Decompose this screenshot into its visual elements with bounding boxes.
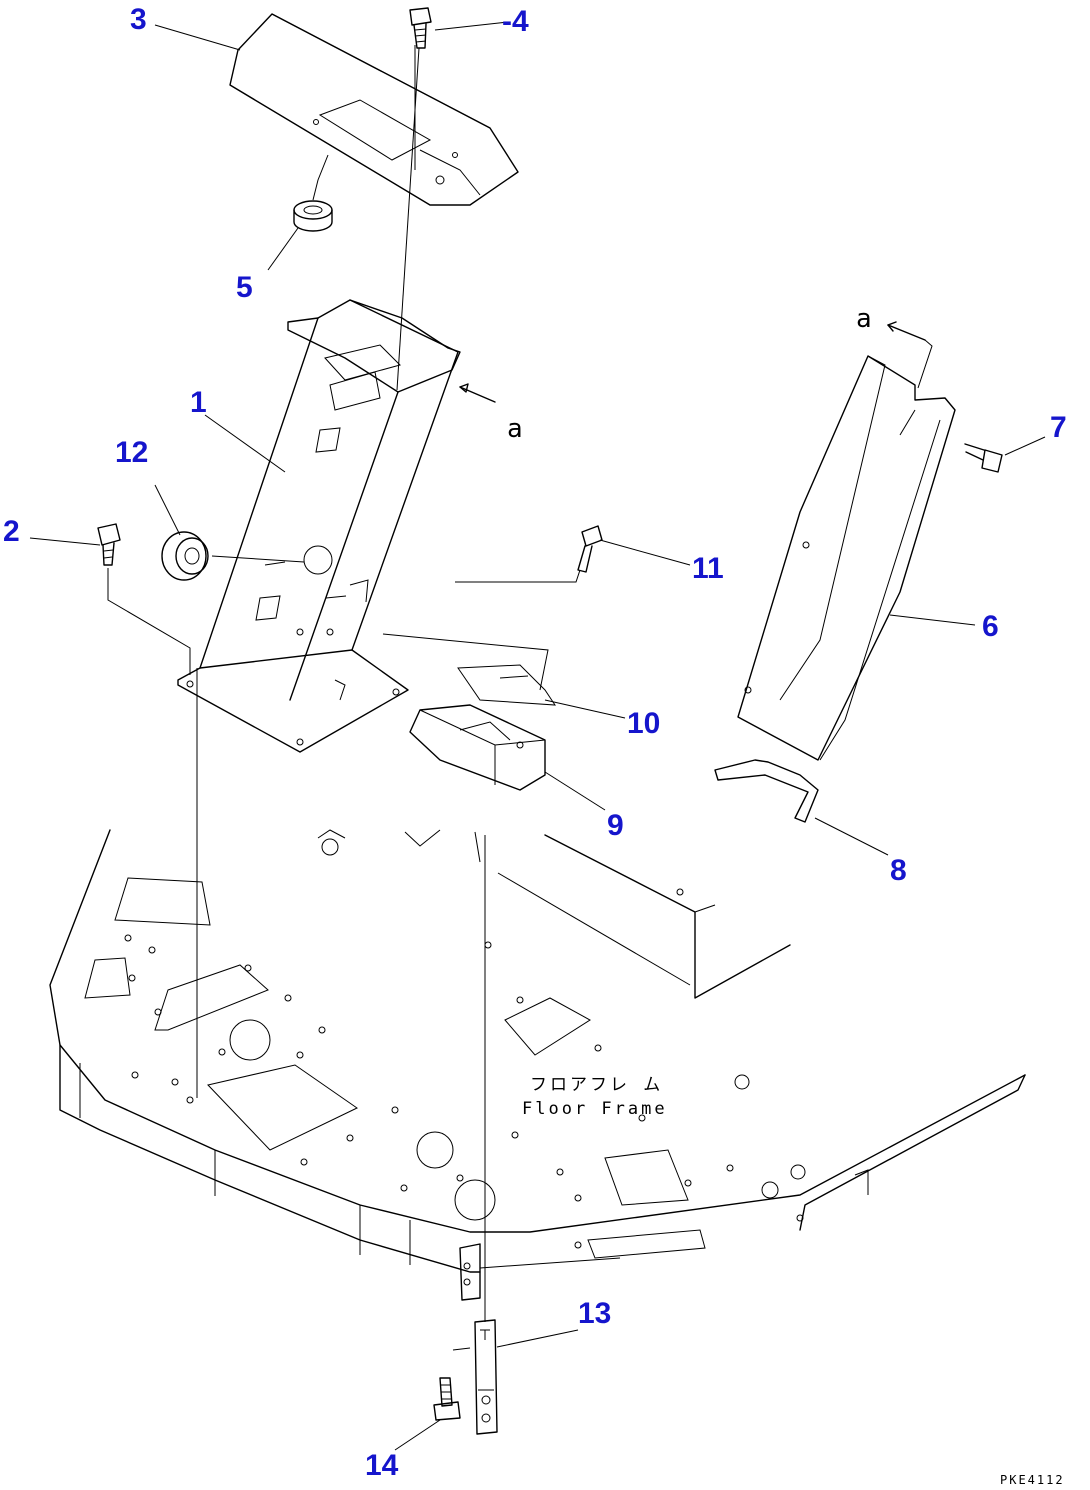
part-6-side-cover — [737, 355, 956, 761]
part-8-clip — [714, 759, 819, 823]
callout-13: 13 — [578, 1297, 611, 1330]
callout-3: 3 — [130, 3, 147, 36]
part-11-bolt — [577, 525, 603, 573]
floor-frame-label-en: Floor Frame — [522, 1099, 668, 1119]
part-9-block — [409, 704, 546, 791]
callout-2: 2 — [3, 515, 20, 548]
part-1-console-column — [177, 299, 461, 753]
callout-9: 9 — [607, 809, 624, 842]
floor-frame-label-jp: フロアフレ ム — [530, 1075, 663, 1095]
drawing-code: PKE4112 — [1000, 1473, 1065, 1487]
view-arrow-a-upper — [887, 321, 933, 389]
part-3-top-cover — [229, 13, 519, 206]
callout-7: 7 — [1050, 411, 1067, 444]
callout-12: 12 — [115, 436, 148, 469]
callout-1: 1 — [190, 386, 207, 419]
part-13-stay — [452, 1319, 498, 1435]
callout-4: -4 — [502, 5, 529, 38]
assembly-lines — [107, 45, 581, 1322]
callout-5: 5 — [236, 271, 253, 304]
view-marker-a-lower: a — [507, 414, 523, 444]
part-14-bolt — [433, 1377, 461, 1421]
view-arrow-a-lower — [459, 383, 496, 403]
leader-lines — [29, 21, 1046, 1451]
callout-6: 6 — [982, 610, 999, 643]
part-12-plug — [161, 531, 209, 581]
callout-8: 8 — [890, 854, 907, 887]
part-2-bolt — [97, 523, 121, 566]
callout-labels: 1 2 3 -4 5 6 7 8 9 10 11 12 13 14 — [3, 3, 1067, 1482]
callout-14: 14 — [365, 1449, 399, 1482]
part-4-bolt — [409, 7, 432, 49]
floor-frame — [49, 829, 1026, 1301]
part-10-plate — [457, 664, 556, 706]
part-7-bolt — [964, 443, 1003, 473]
callout-10: 10 — [627, 707, 660, 740]
view-marker-a-upper: a — [856, 304, 872, 334]
part-5-grommet — [293, 200, 333, 232]
callout-11: 11 — [692, 552, 724, 585]
